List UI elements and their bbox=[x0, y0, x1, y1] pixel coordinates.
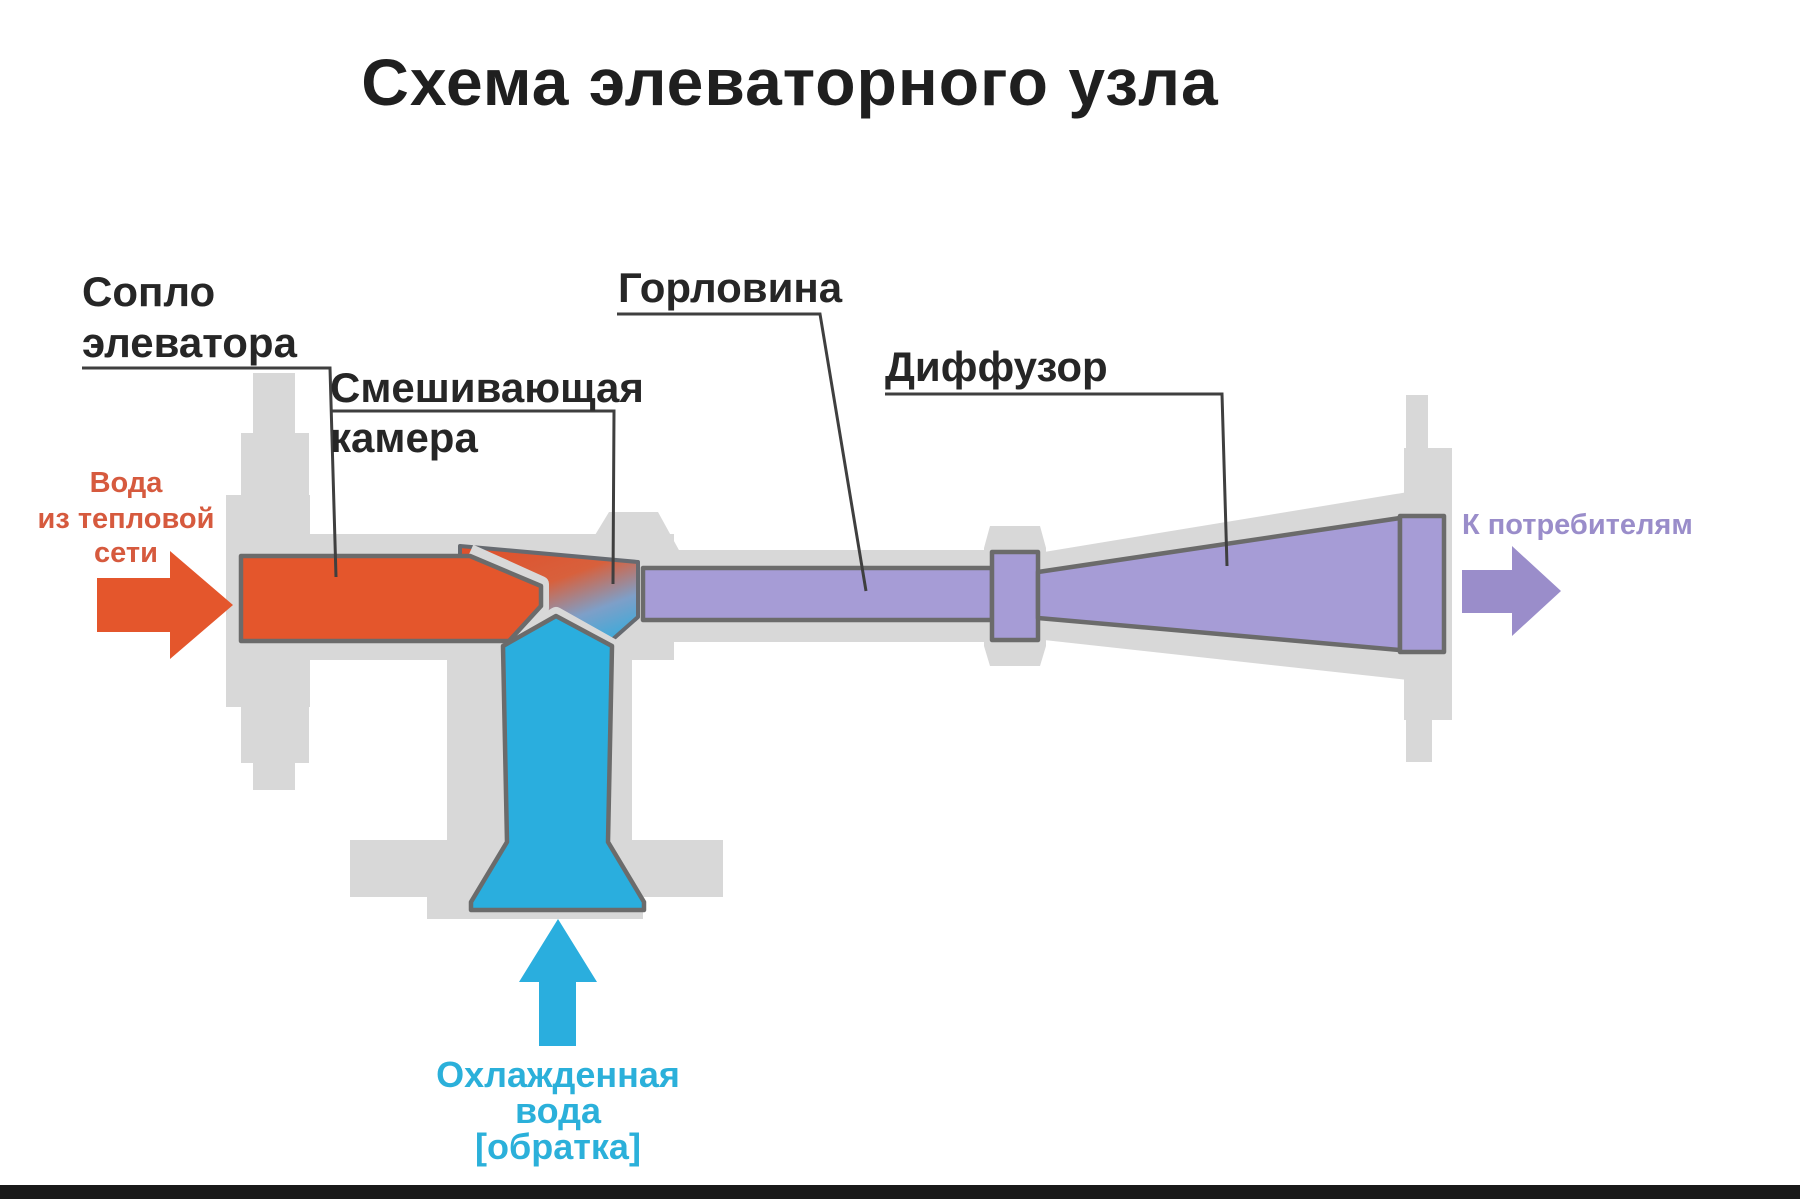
bottom-bar bbox=[0, 1185, 1800, 1199]
inlet-flow-label-line3: сети bbox=[94, 537, 158, 569]
mixing-label-line2: камера bbox=[330, 414, 478, 461]
diffuser-label: Диффузор bbox=[885, 343, 1108, 390]
return-flow-label-line2: вода bbox=[515, 1090, 602, 1131]
nozzle-leader-line bbox=[82, 366, 338, 578]
return-water-arrow-icon bbox=[519, 919, 597, 1046]
diffuser-leader-line bbox=[885, 392, 1229, 567]
mixing-leader-line bbox=[330, 409, 616, 585]
inlet-flow-label-line1: Вода bbox=[90, 467, 164, 499]
diffuser-outlet-flange-shape bbox=[1397, 513, 1447, 655]
throat-pipe-shape bbox=[640, 565, 995, 623]
inlet-flow-label-line2: из тепловой bbox=[38, 503, 215, 535]
middle-flange-shape bbox=[989, 549, 1041, 643]
return-flow-label-line1: Охлажденная bbox=[436, 1054, 680, 1095]
outlet-arrow-icon bbox=[1462, 546, 1561, 636]
outlet-flow-label: К потребителям bbox=[1462, 509, 1693, 541]
nozzle-label-line1: Сопло bbox=[82, 268, 215, 315]
throat-label: Горловина bbox=[618, 264, 843, 311]
mixing-chamber-casing-bump bbox=[592, 512, 680, 556]
return-flow-label-line3: [обратка] bbox=[475, 1126, 641, 1167]
return-pipe-shape bbox=[468, 613, 647, 913]
throat-leader-line bbox=[617, 312, 868, 592]
mixing-label-line1: Смешивающая bbox=[330, 364, 644, 411]
elevator-nozzle-shape bbox=[238, 553, 544, 644]
page-title: Схема элеваторного узла bbox=[361, 45, 1219, 119]
nozzle-label-line2: элеватора bbox=[82, 319, 298, 366]
hot-water-arrow-icon bbox=[97, 551, 233, 659]
